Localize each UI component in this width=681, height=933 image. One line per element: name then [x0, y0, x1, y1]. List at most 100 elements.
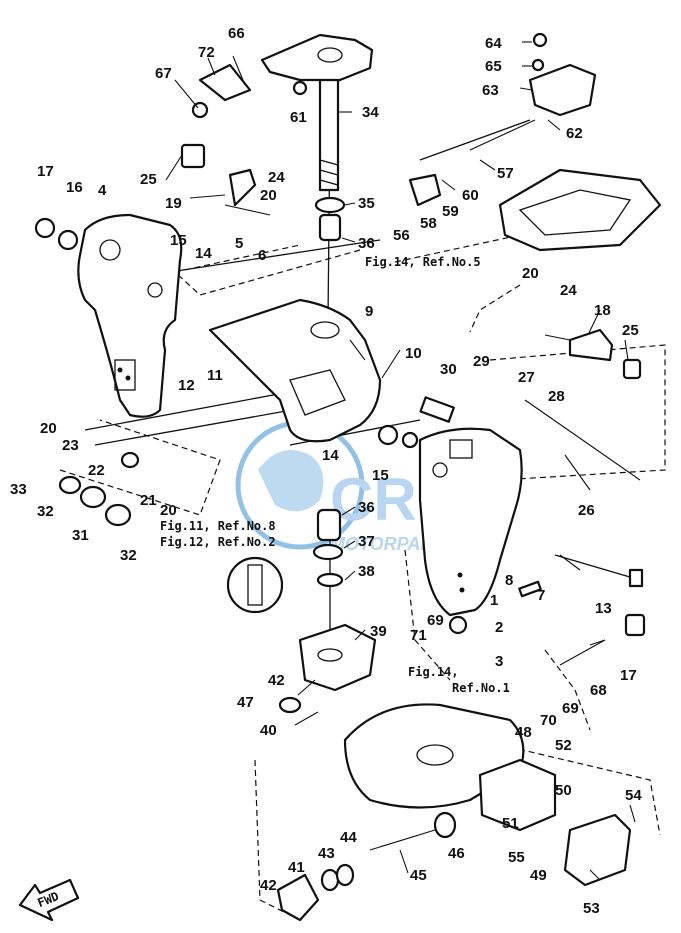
part-label: 38 [358, 563, 375, 580]
part-label: 26 [578, 502, 595, 519]
part-label: 7 [537, 587, 545, 604]
part-label: 62 [566, 125, 583, 142]
part-label: 17 [620, 667, 637, 684]
part-label: 23 [62, 437, 79, 454]
part-label: 29 [473, 353, 490, 370]
part-label: 39 [370, 623, 387, 640]
ref-fig14-1-line1: Fig.14, [408, 665, 459, 679]
bottom-cowling-tray [498, 168, 662, 252]
part-label: 13 [595, 600, 612, 617]
part-label: 2 [495, 619, 503, 636]
part-label: 72 [198, 44, 215, 61]
swivel-bracket [208, 298, 382, 443]
part-label: 65 [485, 58, 502, 75]
part-label: 42 [268, 672, 285, 689]
part-label: 24 [268, 169, 285, 186]
trim-assembly [478, 758, 632, 887]
part-label: 6 [258, 247, 266, 264]
part-label: 11 [207, 367, 223, 384]
part-label: 41 [288, 859, 305, 876]
part-label: 12 [178, 377, 195, 394]
part-label: 8 [505, 572, 513, 589]
part-label: 71 [410, 627, 427, 644]
part-label: 19 [165, 195, 182, 212]
bolts [224, 119, 641, 851]
upper-mount [528, 63, 597, 117]
part-label: 32 [37, 503, 54, 520]
part-label: 49 [530, 867, 547, 884]
part-label: 69 [562, 700, 579, 717]
reference-notes: Fig.14, Ref.No.5 Fig.11, Ref.No.8 Fig.12… [160, 255, 510, 695]
part-label: 48 [515, 724, 532, 741]
part-label: 28 [548, 388, 565, 405]
part-label: 70 [540, 712, 557, 729]
part-label: 46 [448, 845, 465, 862]
part-label: 52 [555, 737, 572, 754]
part-label: 20 [40, 420, 57, 437]
part-label: 36 [358, 235, 375, 252]
part-label: 35 [358, 195, 375, 212]
part-label: 20 [260, 187, 277, 204]
part-label: 45 [410, 867, 427, 884]
part-label: 68 [590, 682, 607, 699]
part-label: 54 [625, 787, 642, 804]
part-label: 25 [140, 171, 157, 188]
part-label: 18 [594, 302, 611, 319]
part-label: 53 [583, 900, 600, 917]
part-label: 50 [555, 782, 572, 799]
part-label: 44 [340, 829, 357, 846]
part-label: 33 [10, 481, 27, 498]
part-label: 36 [358, 499, 375, 516]
left-clamp-bracket [77, 213, 183, 418]
group-outlines [59, 174, 666, 921]
steering-shaft [318, 73, 340, 192]
part-label: 61 [290, 109, 307, 126]
part-label: 59 [442, 203, 459, 220]
part-label: 64 [485, 35, 502, 52]
part-label: 37 [358, 533, 375, 550]
part-label: 21 [140, 492, 157, 509]
part-label: 14 [322, 447, 339, 464]
part-label: 22 [88, 462, 105, 479]
right-clamp-bracket [418, 427, 523, 617]
ref-fig11-8: Fig.11, Ref.No.8 [160, 519, 276, 533]
part-label: 3 [495, 653, 503, 670]
part-label: 15 [372, 467, 389, 484]
ref-fig12-2: Fig.12, Ref.No.2 [160, 535, 276, 549]
detail-inset [226, 556, 284, 614]
part-label: 20 [522, 265, 539, 282]
part-label: 51 [502, 815, 519, 832]
part-label: 15 [170, 232, 187, 249]
part-label: 57 [497, 165, 514, 182]
part-label: 20 [160, 502, 177, 519]
part-label: 30 [440, 361, 457, 378]
part-label: 60 [462, 187, 479, 204]
part-label: 34 [362, 104, 379, 121]
part-label: 31 [72, 527, 89, 544]
leader-lines [165, 41, 636, 881]
ref-fig14-5: Fig.14, Ref.No.5 [365, 255, 481, 269]
part-label: 69 [427, 612, 444, 629]
part-label: 63 [482, 82, 499, 99]
ref-fig14-1-line2: Ref.No.1 [452, 681, 510, 695]
part-label: 14 [195, 245, 212, 262]
part-label: 58 [420, 215, 437, 232]
part-label: 1 [490, 592, 498, 609]
part-label: 42 [260, 877, 277, 894]
part-label: 40 [260, 722, 277, 739]
part-label: 5 [235, 235, 243, 252]
steering-bracket-top [260, 33, 374, 82]
part-label: 56 [393, 227, 410, 244]
part-label: 24 [560, 282, 577, 299]
part-label: 17 [37, 163, 54, 180]
fwd-arrow-icon: FWD [18, 878, 80, 922]
lower-mount [298, 623, 377, 692]
part-label: 32 [120, 547, 137, 564]
part-label: 25 [622, 322, 639, 339]
part-label: 66 [228, 25, 245, 42]
part-label: 67 [155, 65, 172, 82]
part-label: 43 [318, 845, 335, 862]
part-label: 55 [508, 849, 525, 866]
